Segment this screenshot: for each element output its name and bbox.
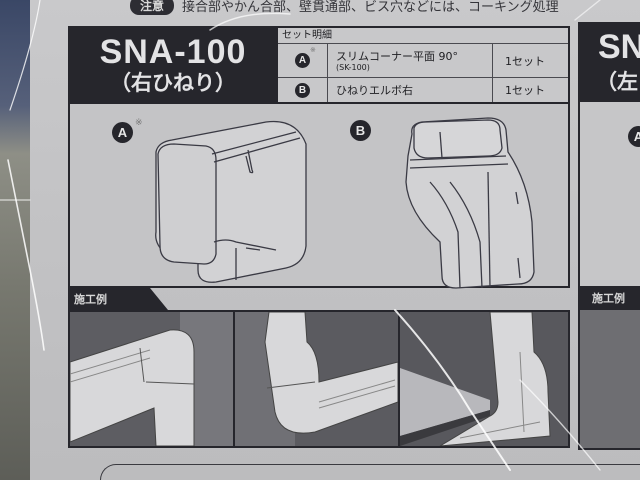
twist-elbow-drawing — [405, 117, 535, 289]
set-table-header: セット明細 — [278, 28, 568, 44]
corner-elbow-drawing — [155, 120, 307, 283]
example-pane-1 — [70, 312, 233, 446]
item-b-badge: B — [350, 120, 371, 141]
asterisk-mark: ※ — [310, 46, 316, 54]
right-product-model: SN — [598, 28, 640, 66]
installation-examples — [68, 310, 570, 448]
installation-example-label: 施工例 — [74, 293, 107, 306]
notice-text: 接合部やかん合部、壁貫通部、ビス穴などには、コーキング処理 — [182, 0, 559, 15]
parts-illustration: A ※ B — [68, 104, 570, 289]
product-model: SNA-100 — [99, 33, 247, 71]
item-qty: 1セット — [505, 84, 545, 97]
item-a-badge: A — [112, 122, 133, 143]
asterisk-mark: ※ — [135, 118, 143, 128]
bottom-rounded-box — [100, 464, 640, 480]
example-pane-2 — [235, 312, 398, 446]
set-row: B ひねりエルボ右 1セット — [278, 78, 568, 102]
set-contents-table: セット明細 A ※ スリムコーナー平面 90° (SK-100) 1セット B … — [278, 26, 570, 104]
product-title-box: SNA-100 （右ひねり） — [68, 26, 278, 104]
item-a-badge: A — [295, 53, 310, 68]
product-panel-sna-100: SNA-100 （右ひねり） セット明細 A ※ スリムコーナー平面 90° (… — [68, 26, 570, 458]
item-name: ひねりエルボ右 — [336, 83, 413, 97]
item-code: (SK-100) — [336, 62, 370, 72]
product-variant: （右ひねり） — [110, 71, 236, 95]
item-b-badge: B — [295, 82, 310, 98]
right-example-pane — [578, 310, 640, 450]
example-pane-3 — [400, 312, 568, 446]
right-product-title-box: SN （左 — [578, 22, 640, 102]
notice-badge: 注意 — [130, 0, 175, 15]
installation-example-tab: 施工例 — [68, 288, 168, 310]
right-installation-example-tab: 施工例 — [578, 288, 640, 310]
item-qty: 1セット — [505, 54, 545, 68]
notice-bar: 注意 接合部やかん合部、壁貫通部、ビス穴などには、コーキング処理 — [130, 0, 559, 15]
right-product-variant: （左 — [596, 70, 638, 94]
product-panel-right-cropped: SN （左 A 施工例 — [578, 22, 640, 458]
background-blue-plastic — [0, 0, 34, 480]
right-item-a-badge: A — [628, 126, 640, 147]
set-row: A ※ スリムコーナー平面 90° (SK-100) 1セット — [278, 44, 568, 78]
item-name: スリムコーナー平面 90° — [336, 49, 458, 63]
